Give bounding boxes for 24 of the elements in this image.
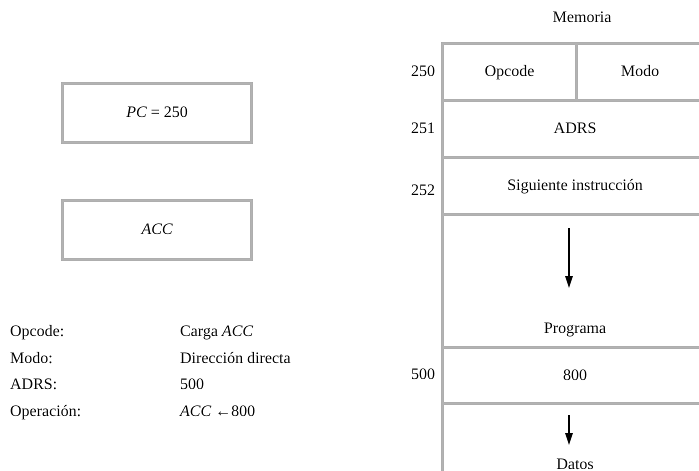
- memory-heading: Memoria: [552, 9, 612, 27]
- cell-text: Opcode: [484, 63, 534, 81]
- field-value: 500: [180, 376, 204, 394]
- cell-text: Datos: [556, 456, 594, 471]
- field-name: Operación:: [10, 402, 82, 420]
- register-text: PC = 250: [126, 104, 188, 122]
- address-number: 252: [410, 182, 435, 200]
- cell-text: 800: [563, 366, 587, 384]
- address-number: 251: [410, 120, 435, 138]
- cell-text: ADRS: [554, 120, 596, 138]
- field-value: Dirección directa: [180, 350, 291, 368]
- register-text: ACC: [141, 221, 173, 239]
- field-value: ACC ←800: [180, 402, 256, 420]
- register-box: [61, 82, 253, 144]
- address-number: 500: [410, 366, 435, 384]
- cell-text: Modo: [620, 63, 660, 81]
- field-name: ADRS:: [10, 376, 58, 394]
- cell-text: Programa: [544, 320, 606, 338]
- address-number: 250: [410, 62, 435, 80]
- register-box: [61, 199, 253, 261]
- field-name: Modo:: [10, 350, 53, 368]
- cell-text: Siguiente instrucción: [507, 177, 643, 195]
- field-name: Opcode:: [10, 323, 64, 341]
- field-value: Carga ACC: [180, 323, 254, 341]
